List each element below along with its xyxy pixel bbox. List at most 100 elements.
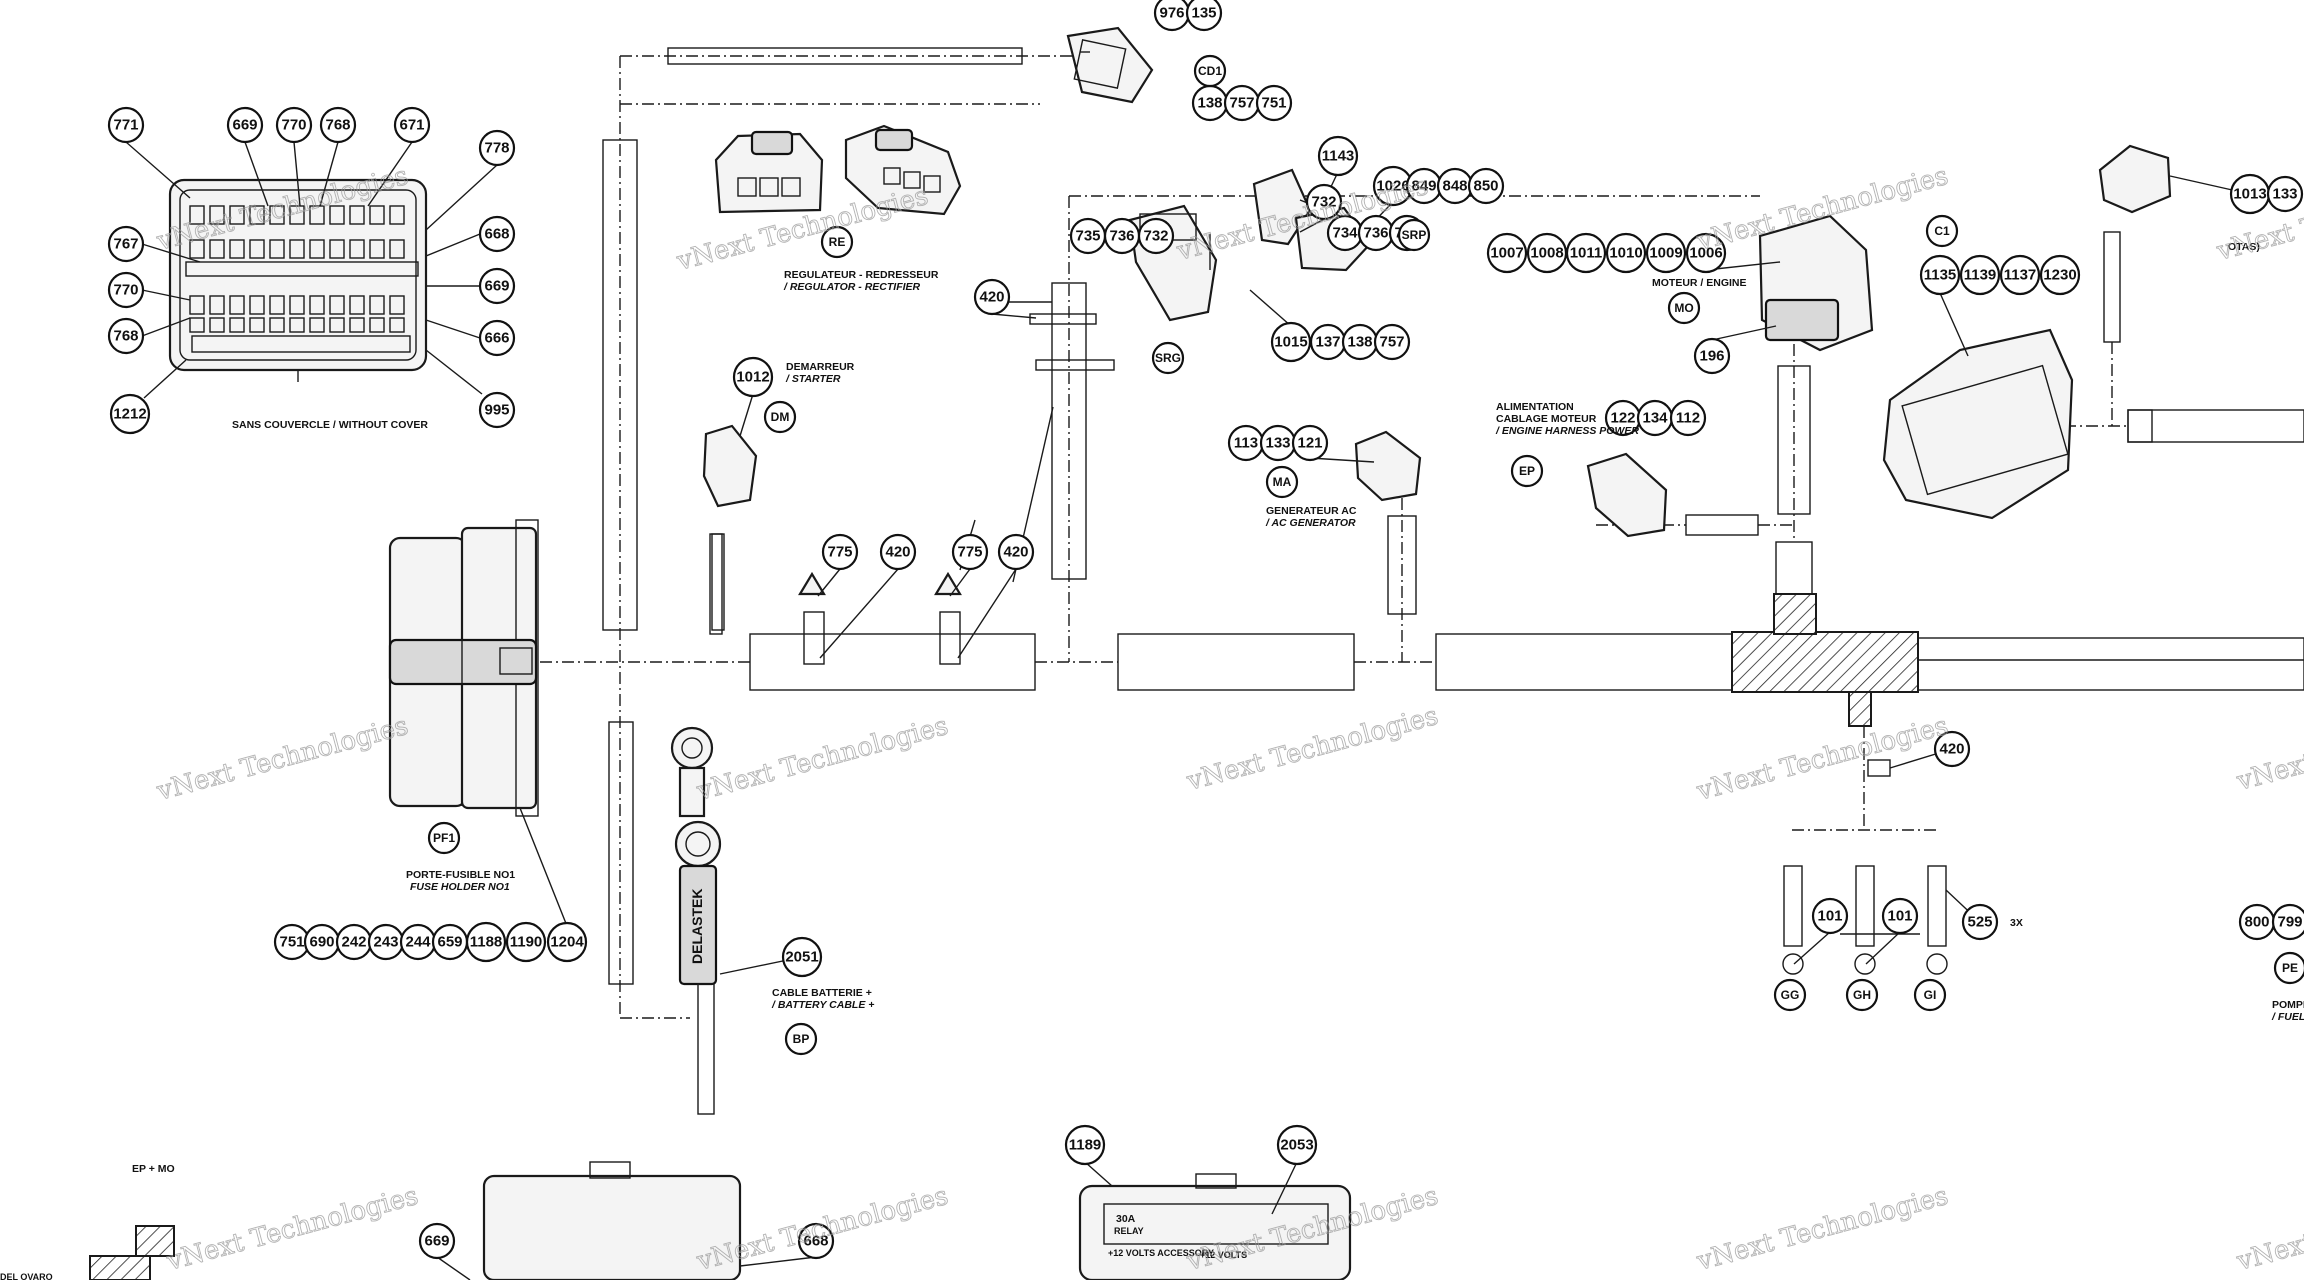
- reference-bubble: 771: [107, 106, 145, 144]
- connector-pin: [269, 317, 285, 333]
- bubble-number: 1190: [510, 934, 543, 951]
- bubble-number: 732: [1143, 228, 1168, 245]
- bubble-number: 1010: [1609, 245, 1642, 262]
- watermark-text: vNext Technologies: [153, 711, 411, 807]
- bubble-number: 242: [341, 934, 366, 951]
- connector-pin: [369, 205, 385, 225]
- bubble-number: 669: [424, 1233, 449, 1250]
- reference-bubble: 1143: [1317, 135, 1359, 177]
- reference-bubble: 1015: [1270, 321, 1312, 363]
- connector-pin: [349, 295, 365, 315]
- label-fuel: / FUEL: [2271, 1011, 2304, 1023]
- leader-line: [125, 141, 191, 199]
- bubble-number: 112: [1676, 410, 1700, 427]
- reference-bubble: 1013: [2229, 173, 2271, 215]
- bubble-number: 196: [1699, 348, 1724, 365]
- bubble-number: 420: [979, 289, 1004, 306]
- location-code: GI: [1913, 978, 1947, 1012]
- label-moteur: MOTEUR / ENGINE: [1652, 277, 1747, 289]
- reference-bubble: 133: [2266, 175, 2304, 213]
- location-code-text: DM: [771, 410, 790, 424]
- label-cable-batterie: CABLE BATTERIE +: [772, 987, 872, 999]
- bubble-number: 848: [1442, 178, 1467, 195]
- reference-bubble: 757: [1373, 323, 1411, 361]
- reference-bubble: 1139: [1959, 254, 2001, 296]
- reference-bubble: 134: [1636, 399, 1674, 437]
- location-code: GH: [1845, 978, 1879, 1012]
- connector-pin: [229, 239, 245, 259]
- reference-bubble: 775: [951, 533, 989, 571]
- bubble-number: 671: [399, 117, 424, 134]
- watermark-text: vNext Technologies: [2233, 1181, 2304, 1277]
- connector-pin: [249, 205, 265, 225]
- bubble-number: 1011: [1570, 245, 1603, 262]
- leader-line: [949, 568, 971, 597]
- reference-bubble: 751: [273, 923, 311, 961]
- reference-bubble: 525: [1961, 903, 1999, 941]
- bubble-number: 244: [405, 934, 431, 951]
- leader-line: [957, 568, 1017, 659]
- bubble-number: 768: [325, 117, 350, 134]
- reference-bubble: 2053: [1276, 1124, 1318, 1166]
- reference-bubble: 2051: [781, 936, 823, 978]
- label-otas: OTAS): [2228, 241, 2260, 253]
- location-code: SRP: [1397, 218, 1431, 252]
- connector-pin: [189, 317, 205, 333]
- reference-bubble: 244: [399, 923, 437, 961]
- bubble-number: 121: [1297, 435, 1322, 452]
- connector-pin: [189, 239, 205, 259]
- connector-pin: [389, 205, 405, 225]
- connector-pin: [189, 295, 205, 315]
- bubble-number: 757: [1229, 95, 1254, 112]
- reference-bubble: 101: [1881, 897, 1919, 935]
- label-cablage-moteur: CABLAGE MOTEUR: [1496, 413, 1597, 425]
- leader-line: [1084, 1161, 1113, 1187]
- leader-line: [367, 141, 413, 207]
- bubble-number: 420: [885, 544, 910, 561]
- location-code-text: RE: [829, 235, 846, 249]
- bubble-number: 133: [1265, 435, 1290, 452]
- bubble-number: 1212: [113, 406, 146, 423]
- connector-pin: [329, 205, 345, 225]
- leader-line: [1249, 289, 1292, 327]
- label-starter: / STARTER: [785, 373, 841, 385]
- connector-pin: [229, 295, 245, 315]
- bubble-number: 243: [373, 934, 398, 951]
- bubble-number: 732: [1311, 194, 1336, 211]
- reference-bubble: 770: [107, 271, 145, 309]
- reference-bubble: 995: [478, 391, 516, 429]
- leader-line: [991, 313, 1037, 319]
- location-code: GG: [1773, 978, 1807, 1012]
- reference-bubble: 121: [1291, 424, 1329, 462]
- connector-right-top: [2098, 144, 2172, 214]
- location-code: DM: [763, 400, 797, 434]
- leader-line: [1865, 931, 1901, 965]
- reference-bubble: 138: [1191, 84, 1229, 122]
- bubble-number: 1143: [1322, 148, 1355, 165]
- ac-generator-connector: [1354, 430, 1422, 502]
- bubble-number: 799: [2277, 914, 2302, 931]
- bubble-number: 800: [2244, 914, 2269, 931]
- bubble-number: 525: [1967, 914, 1992, 931]
- label-fuse-holder: FUSE HOLDER NO1: [410, 881, 510, 893]
- watermark: vNext Technologies: [1693, 1180, 1952, 1277]
- watermark-text: vNext Technologies: [1693, 711, 1951, 807]
- reference-bubble: 1009: [1645, 232, 1687, 274]
- reference-bubble: 690: [303, 923, 341, 961]
- watermark: vNext Technologies: [163, 1180, 422, 1277]
- location-code-text: GG: [1781, 988, 1800, 1002]
- bubble-number: 1189: [1069, 1137, 1102, 1154]
- connector-pin: [289, 205, 305, 225]
- bubble-number: 850: [1473, 178, 1498, 195]
- leader-line: [1939, 292, 1969, 357]
- reference-bubble: 1012: [732, 356, 774, 398]
- main-harness: [540, 593, 2304, 727]
- bubble-number: 134: [1642, 410, 1668, 427]
- bubble-number: 690: [309, 934, 334, 951]
- location-code-text: MO: [1674, 301, 1693, 315]
- location-code: SRG: [1151, 341, 1185, 375]
- connector-pin: [289, 239, 305, 259]
- connector-pin: [329, 317, 345, 333]
- bubble-number: 669: [232, 117, 257, 134]
